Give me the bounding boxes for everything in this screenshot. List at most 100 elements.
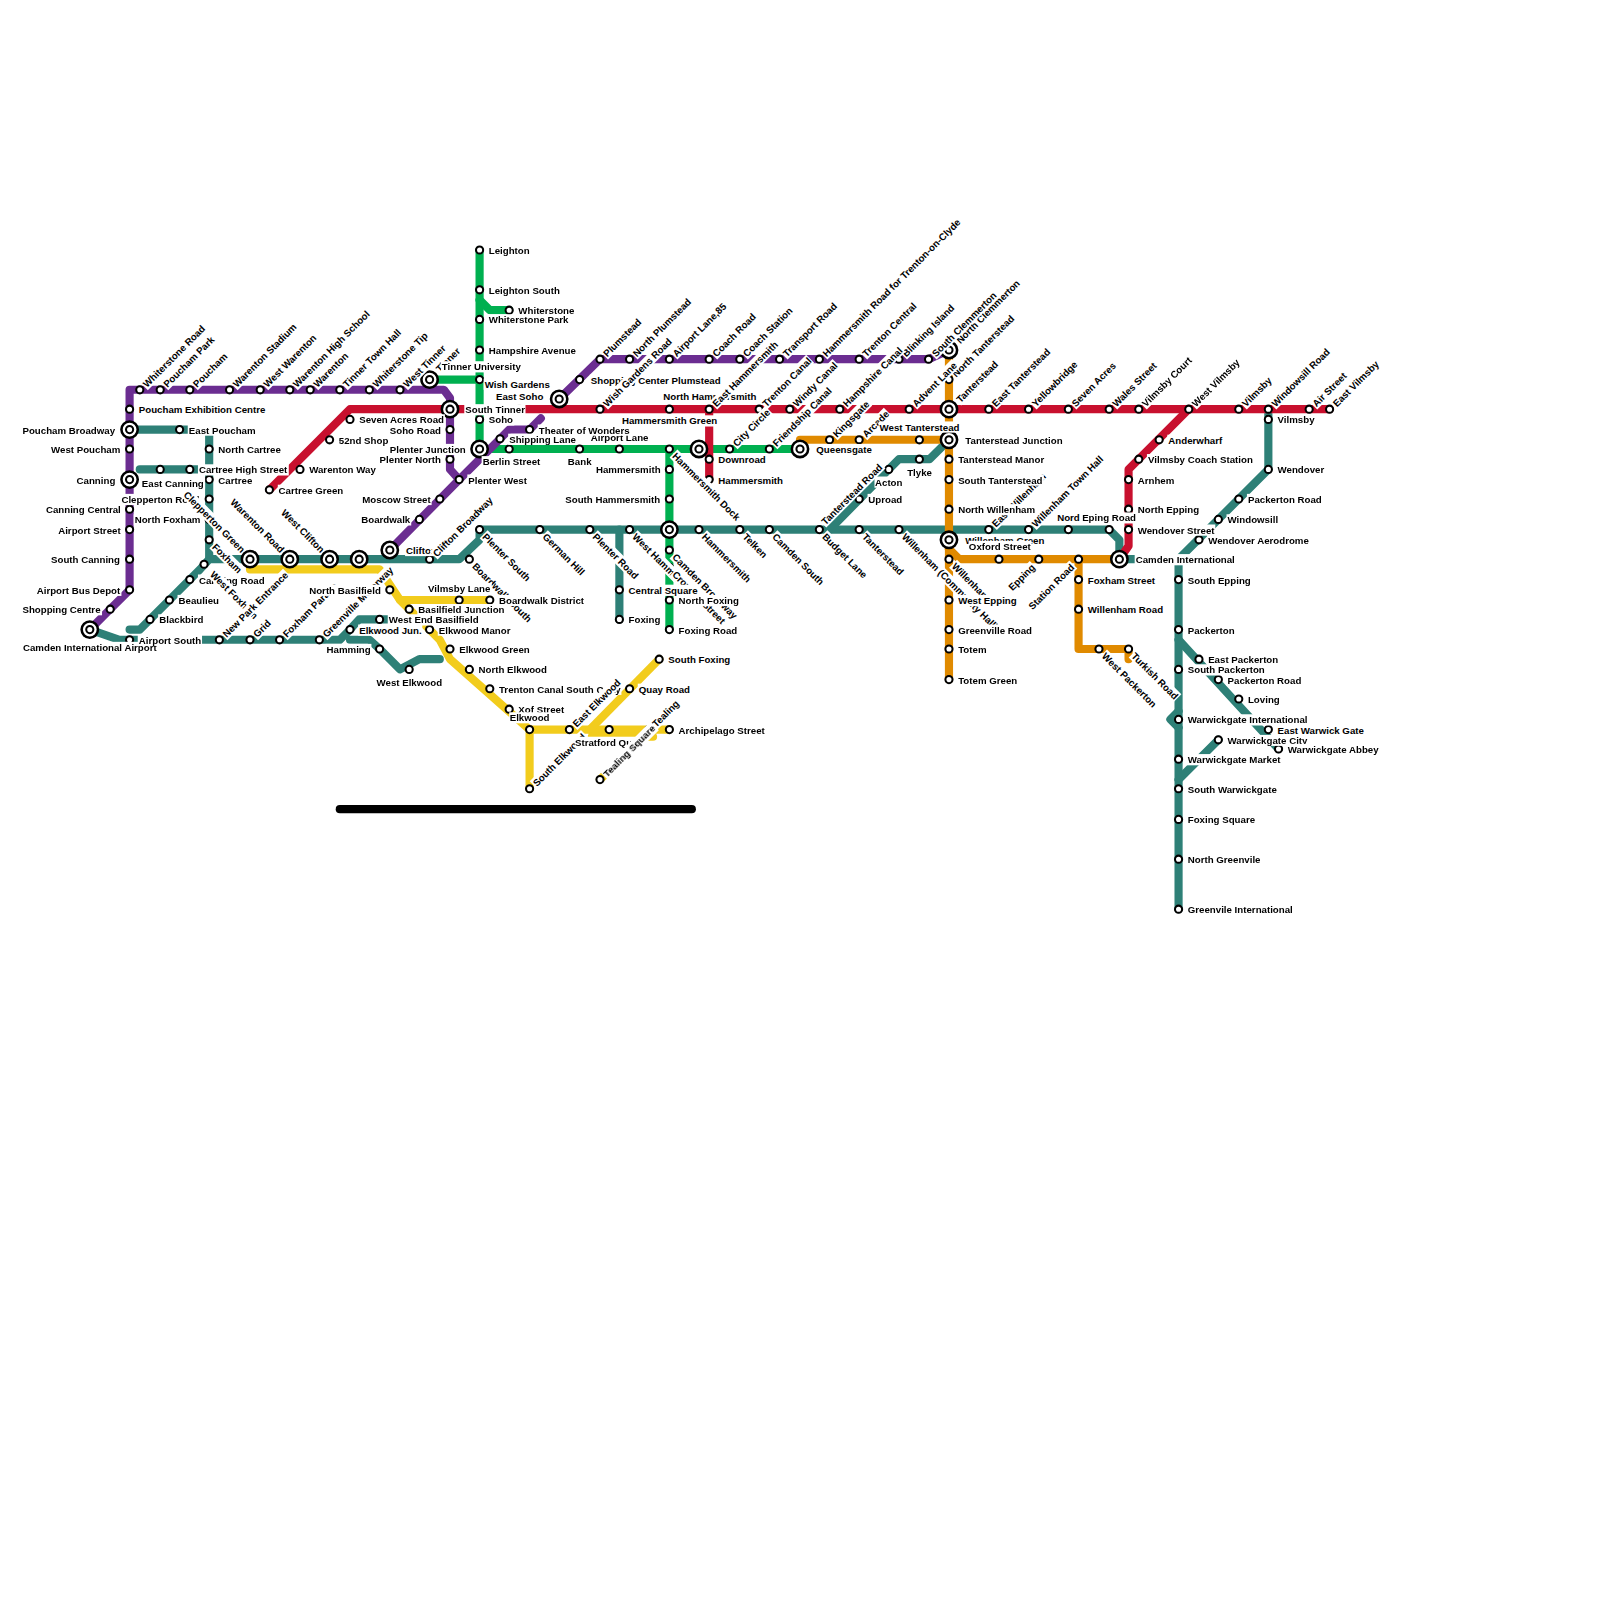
- station-dot: [856, 356, 863, 363]
- station-label: West Elkwood: [376, 676, 444, 687]
- station-dot: [186, 386, 193, 393]
- station-dot: [1215, 516, 1222, 523]
- station-dot: [945, 676, 952, 683]
- station-dot: [406, 666, 413, 673]
- interchange-core: [945, 536, 952, 543]
- station-label: Foxing Square: [1187, 814, 1256, 825]
- interchange-core: [476, 445, 483, 452]
- station-label: Wish Gardens: [484, 378, 551, 389]
- station-dot: [526, 726, 533, 733]
- station-dot: [945, 476, 952, 483]
- purple-line: [459, 418, 541, 479]
- interchange-ring: [941, 432, 957, 448]
- station-dot: [566, 726, 573, 733]
- station-dot: [695, 526, 702, 533]
- interchange-core: [556, 395, 563, 402]
- station-label: East Canning: [141, 477, 205, 488]
- station-dot: [945, 506, 952, 513]
- interchange-core: [666, 526, 673, 533]
- station-dot: [206, 445, 213, 452]
- station-label: Hamming: [326, 643, 372, 654]
- station-dot: [1095, 645, 1102, 652]
- station-label: North Cartree: [217, 443, 282, 454]
- station-dot: [336, 386, 343, 393]
- interchange-core: [796, 445, 803, 452]
- station-dot: [816, 356, 823, 363]
- station-label: Warwickgate Market: [1187, 754, 1282, 765]
- station-dot: [1215, 676, 1222, 683]
- station-label: Telken: [740, 530, 771, 561]
- station-dot: [985, 526, 992, 533]
- station-dot: [406, 606, 413, 613]
- interchange-ring: [691, 441, 707, 457]
- station-dot: [995, 556, 1002, 563]
- station-dot: [136, 386, 143, 393]
- station-dot: [626, 356, 633, 363]
- station-dot: [186, 466, 193, 473]
- station-dot: [816, 526, 823, 533]
- station-dot: [1326, 406, 1333, 413]
- station-dot: [826, 436, 833, 443]
- station-label: South Tanterstead: [957, 474, 1043, 485]
- station-label: Leighton: [488, 244, 531, 255]
- interchange-core: [356, 556, 363, 563]
- station-dot: [476, 286, 483, 293]
- station-dot: [346, 416, 353, 423]
- station-dot: [616, 586, 623, 593]
- station-label: Downroad: [717, 454, 766, 465]
- interchange-ring: [282, 551, 298, 567]
- interchange-ring: [351, 551, 367, 567]
- interchange-core: [126, 426, 133, 433]
- station-dot: [276, 636, 283, 643]
- station-label: Shopping Center Plumstead: [590, 374, 722, 385]
- station-dot: [706, 456, 713, 463]
- station-dot: [576, 445, 583, 452]
- station-label: West Vilmsby: [1189, 355, 1243, 409]
- station-dot: [376, 645, 383, 652]
- station-label: Epping: [1005, 560, 1038, 593]
- station-dot: [596, 776, 603, 783]
- station-label: Anderwharf: [1167, 434, 1223, 445]
- interchange-ring: [941, 532, 957, 548]
- station-dot: [1175, 856, 1182, 863]
- station-dot: [1185, 406, 1192, 413]
- station-dot: [945, 596, 952, 603]
- station-dot: [1106, 406, 1113, 413]
- interchange-ring: [661, 521, 677, 537]
- interchange-core: [695, 445, 702, 452]
- station-dot: [456, 476, 463, 483]
- station-dot: [766, 445, 773, 452]
- station-dot: [126, 556, 133, 563]
- green-line: [476, 250, 484, 449]
- teal-line: [1174, 559, 1182, 909]
- station-dot: [206, 536, 213, 543]
- station-dot: [666, 596, 673, 603]
- station-label: Plenter West: [467, 474, 528, 485]
- station-label: Poucham Exhibition Centre: [138, 404, 267, 415]
- station-label: North Foxham: [134, 514, 202, 525]
- station-dot: [456, 596, 463, 603]
- station-dot: [476, 376, 483, 383]
- station-dot: [526, 426, 533, 433]
- station-dot: [945, 456, 952, 463]
- station-label: Totem: [957, 643, 987, 654]
- station-label: Airport Street: [57, 524, 122, 535]
- station-dot: [157, 386, 164, 393]
- station-dot: [126, 526, 133, 533]
- station-dot: [146, 616, 153, 623]
- interchange-core: [945, 406, 952, 413]
- interchange-core: [945, 436, 952, 443]
- interchange-core: [326, 556, 333, 563]
- station-label: Packerton Road: [1247, 493, 1323, 504]
- station-label: North Epping: [1137, 504, 1200, 515]
- route-lines: [90, 250, 1330, 909]
- station-dot: [1235, 406, 1242, 413]
- station-label: North Elkwood: [478, 664, 548, 675]
- station-dot: [396, 386, 403, 393]
- station-dot: [176, 426, 183, 433]
- station-dot: [266, 486, 273, 493]
- interchange-core: [446, 406, 453, 413]
- station-dot: [476, 416, 483, 423]
- station-dot: [836, 406, 843, 413]
